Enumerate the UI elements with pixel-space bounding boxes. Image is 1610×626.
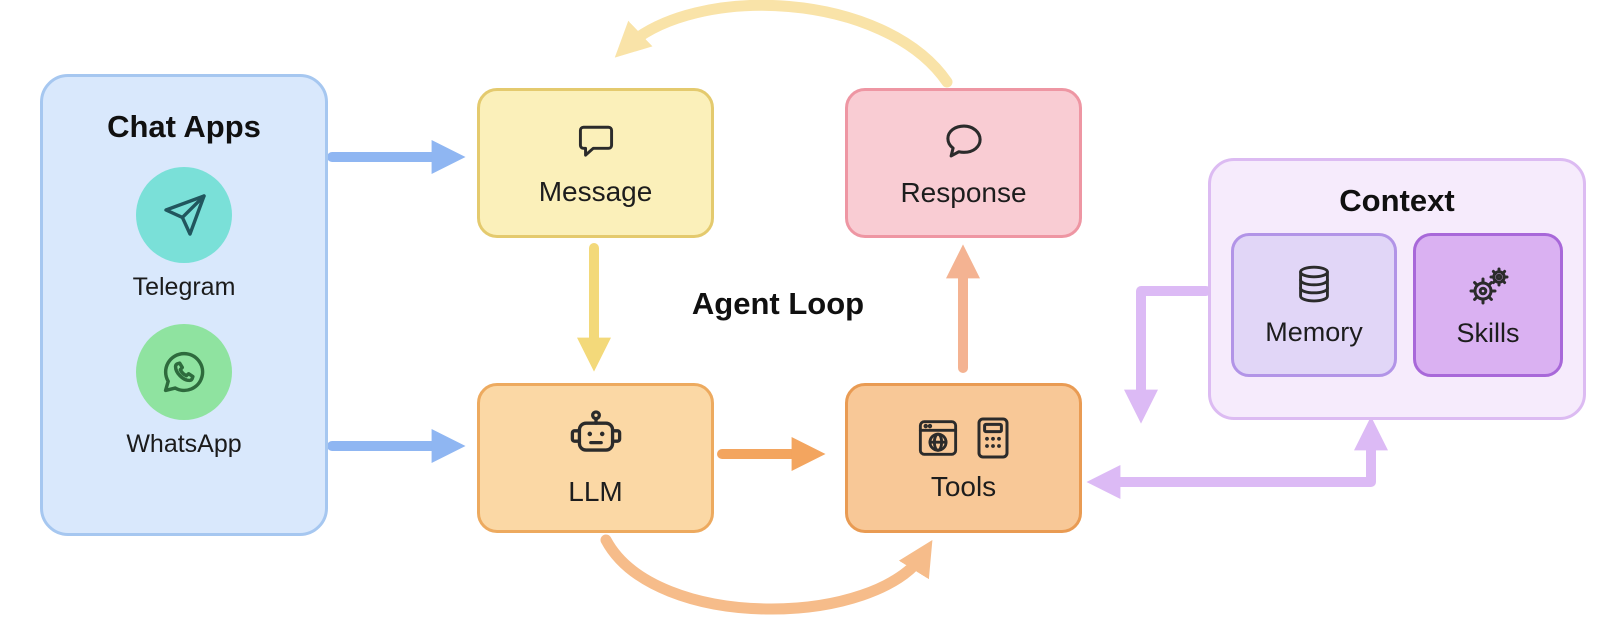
- response-label: Response: [900, 176, 1027, 208]
- telegram-label: Telegram: [132, 273, 236, 301]
- tools-icons: [915, 414, 1013, 467]
- memory-label: Memory: [1265, 317, 1363, 347]
- gears-icon: [1464, 261, 1512, 314]
- tools-node: Tools: [845, 383, 1082, 533]
- memory-node: Memory: [1231, 233, 1397, 377]
- context-children: Memory Skills: [1231, 233, 1563, 377]
- arrow-response-to-message-curve: [614, 0, 953, 88]
- chat-square-icon: [574, 119, 618, 168]
- whatsapp-label: WhatsApp: [126, 430, 242, 458]
- tools-label: Tools: [930, 470, 997, 502]
- arrow-tools-context-bidirectional: [1086, 416, 1389, 500]
- message-label: Message: [538, 175, 653, 207]
- skills-node: Skills: [1413, 233, 1563, 377]
- chat-app-whatsapp: WhatsApp: [126, 324, 242, 459]
- response-node: Response: [845, 88, 1082, 238]
- message-node: Message: [477, 88, 714, 238]
- robot-icon: [567, 409, 625, 468]
- llm-label: LLM: [568, 475, 623, 507]
- chat-app-telegram: Telegram: [132, 167, 236, 302]
- context-title: Context: [1339, 183, 1455, 218]
- browser-icon: [915, 415, 961, 466]
- context-panel: Context Memory: [1208, 158, 1586, 420]
- llm-node: LLM: [477, 383, 714, 533]
- chat-apps-panel: Chat Apps Telegram WhatsApp: [40, 74, 328, 536]
- skills-label: Skills: [1456, 318, 1520, 348]
- database-icon: [1291, 262, 1337, 313]
- arrow-context-to-tools-elbow: [1123, 286, 1211, 424]
- arrow-llm-to-tools-curve: [600, 534, 933, 615]
- chat-round-icon: [941, 118, 987, 169]
- agent-loop-label: Agent Loop: [691, 286, 865, 321]
- whatsapp-icon: [136, 324, 232, 420]
- telegram-icon: [135, 167, 232, 263]
- chat-apps-title: Chat Apps: [107, 109, 261, 144]
- calculator-icon: [973, 414, 1013, 467]
